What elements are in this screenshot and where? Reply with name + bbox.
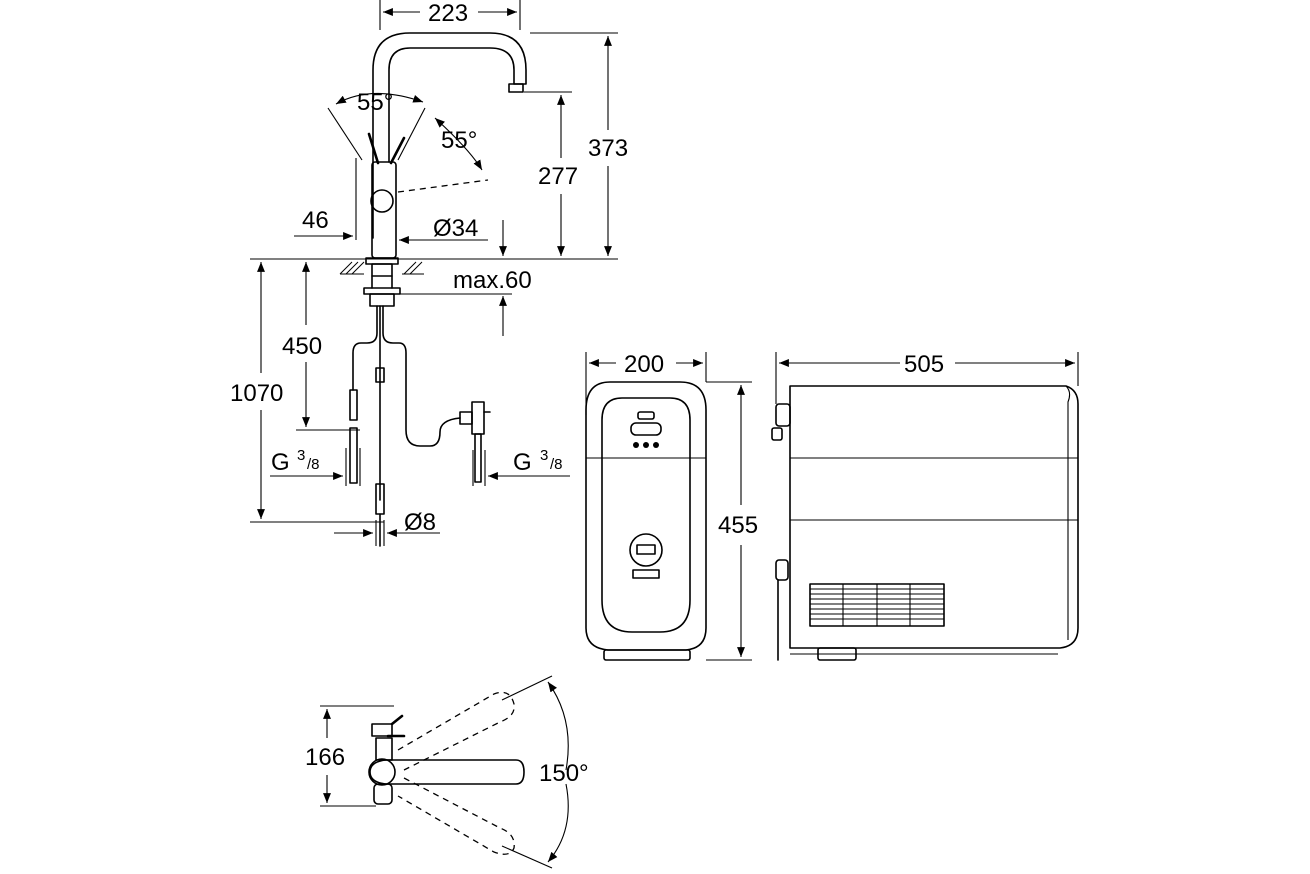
spout <box>372 32 527 239</box>
dim-total-height: 373 <box>588 135 628 162</box>
chiller-side-view: 505 <box>771 351 1079 661</box>
dim-thread-left-den: /8 <box>307 456 320 473</box>
chiller-front-view: 200 455 <box>585 351 758 661</box>
dim-hose-450: 450 <box>282 333 322 360</box>
filter-gauge-icon <box>629 533 663 567</box>
chiller-side-outline <box>789 385 1079 649</box>
lever-left <box>367 132 380 165</box>
chiller-front-panel <box>601 397 691 633</box>
dim-thread-right-den: /8 <box>550 456 563 473</box>
dim-thread-left-g: G <box>271 449 290 476</box>
dim-chiller-depth: 505 <box>904 351 944 378</box>
dim-thread-left-num: 3 <box>297 447 305 464</box>
control-knob <box>370 189 394 213</box>
dim-top-width: 166 <box>305 744 345 771</box>
dim-base-diameter: Ø34 <box>433 215 478 242</box>
dim-swivel-angle: 150° <box>539 760 589 787</box>
dim-lever-angle-right: 55° <box>441 127 477 154</box>
dim-hose-1070: 1070 <box>230 380 283 407</box>
vent-grille <box>809 583 945 627</box>
dim-chiller-height: 455 <box>718 512 758 539</box>
dim-spout-reach: 223 <box>428 0 468 27</box>
indicator-dot-icon <box>633 442 639 448</box>
dim-spout-height: 277 <box>538 163 578 190</box>
supply-hoses <box>349 305 491 547</box>
countertop-hatch <box>339 261 424 275</box>
lever-right <box>389 136 406 165</box>
dim-pipe-diameter: Ø8 <box>404 509 436 536</box>
spout-outlet <box>508 83 524 93</box>
indicator-dot-icon <box>643 442 649 448</box>
faucet-front-view: 223 373 277 55° 55° 46 Ø34 max.60 <box>230 0 628 547</box>
indicator-dot-icon <box>653 442 659 448</box>
dim-lever-offset: 46 <box>302 207 329 234</box>
faucet-top-view: 166 150° <box>305 675 589 869</box>
dim-lever-angle-left: 55° <box>357 89 393 116</box>
spout-top-solid <box>384 759 525 785</box>
dim-thread-right-g: G <box>513 449 532 476</box>
dim-chiller-width: 200 <box>624 351 664 378</box>
dim-max-thickness: max.60 <box>453 267 532 294</box>
dim-thread-right-num: 3 <box>540 447 548 464</box>
